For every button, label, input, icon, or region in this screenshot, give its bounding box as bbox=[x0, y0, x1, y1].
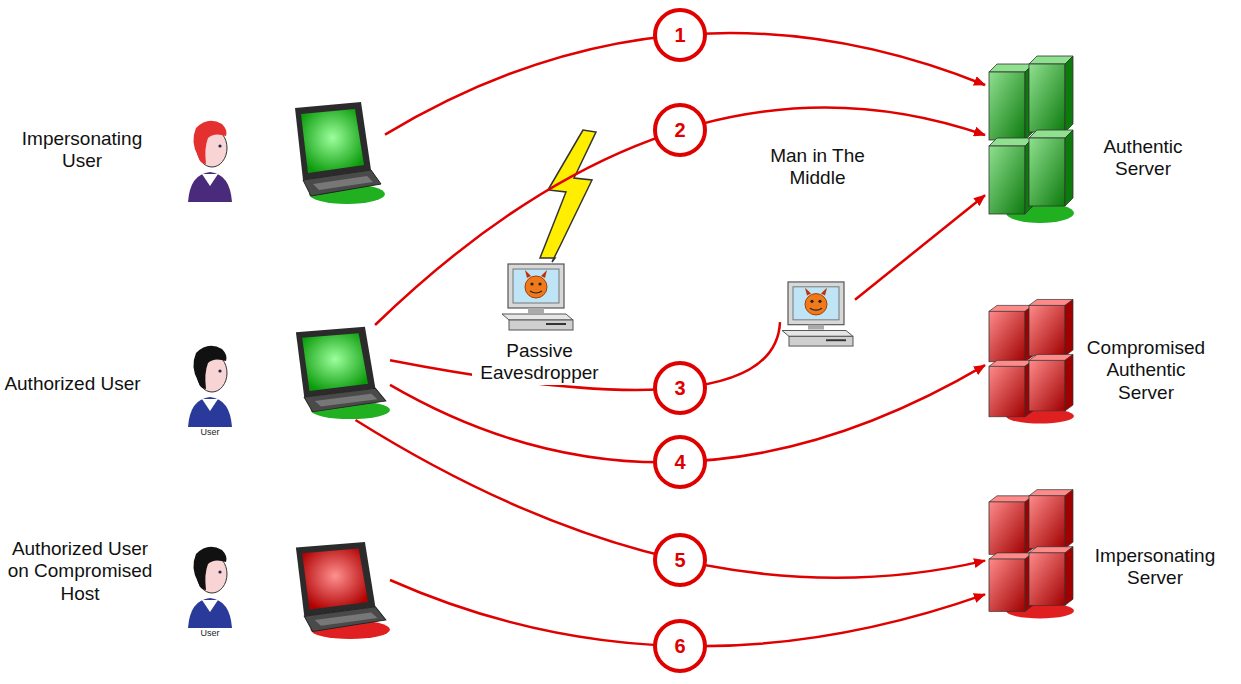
node-icon bbox=[275, 325, 390, 420]
icon-caption: User bbox=[180, 628, 240, 638]
callout-number: 1 bbox=[653, 8, 707, 62]
compromised-user: UserAuthorized User on Compromised Host bbox=[275, 540, 390, 640]
compromised-server: Compromised Authentic Server bbox=[985, 295, 1075, 425]
node-icon bbox=[275, 540, 390, 640]
authentic-server: Authentic Server bbox=[985, 50, 1075, 225]
node-icon bbox=[985, 295, 1075, 425]
node-label: Authorized User on Compromised Host bbox=[0, 538, 160, 605]
node-label: Authentic Server bbox=[1093, 136, 1193, 181]
person-icon bbox=[180, 538, 240, 632]
node-icon bbox=[275, 100, 385, 205]
callout-number: 5 bbox=[653, 533, 707, 587]
node-label: Impersonating User bbox=[2, 128, 162, 173]
callout-number: 3 bbox=[653, 361, 707, 415]
person-icon bbox=[180, 112, 240, 206]
authorized-user: UserAuthorized User bbox=[275, 325, 390, 420]
threat-arrow bbox=[390, 322, 780, 390]
impersonating-user: Impersonating User bbox=[275, 100, 385, 205]
node-icon bbox=[985, 485, 1075, 620]
callout-number: 2 bbox=[653, 103, 707, 157]
node-label: Authorized User bbox=[0, 373, 145, 395]
callout-number: 4 bbox=[653, 435, 707, 489]
impersonating-server: Impersonating Server bbox=[985, 485, 1075, 620]
lightning-bolt bbox=[540, 130, 596, 262]
icon-caption: User bbox=[180, 427, 240, 437]
threat-arrow bbox=[855, 195, 985, 299]
person-icon bbox=[180, 337, 240, 431]
eavesdropper: Passive Eavesdropper bbox=[500, 262, 575, 332]
node-icon bbox=[985, 50, 1075, 225]
node-label: Compromised Authentic Server bbox=[1081, 337, 1211, 404]
callout-number: 6 bbox=[653, 619, 707, 673]
node-icon bbox=[780, 280, 855, 348]
node-label: Man in The Middle bbox=[762, 145, 873, 190]
man-in-the-middle: Man in The Middle bbox=[780, 280, 855, 348]
node-label: Passive Eavesdropper bbox=[472, 340, 607, 385]
node-label: Impersonating Server bbox=[1085, 545, 1225, 590]
node-icon bbox=[500, 262, 575, 332]
